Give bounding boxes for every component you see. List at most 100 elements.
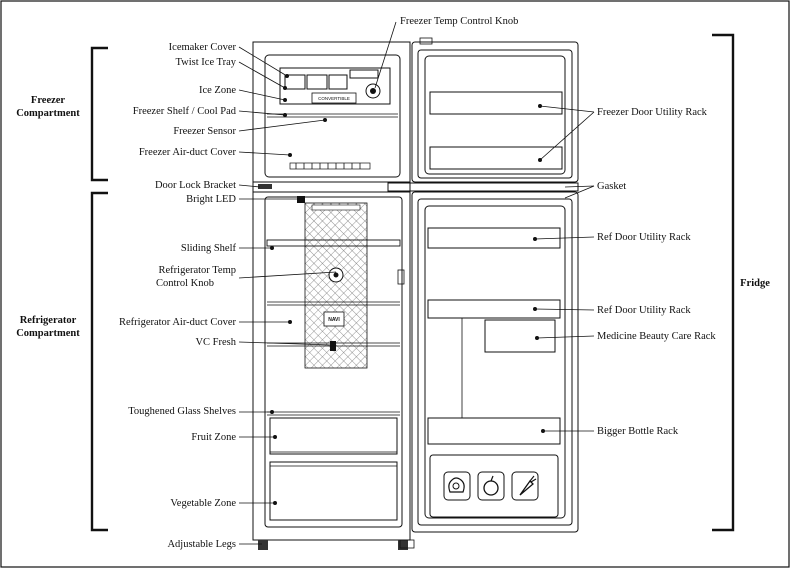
door-bottom-hinge xyxy=(399,539,415,549)
leader-dot xyxy=(270,410,274,414)
freezer-bracket xyxy=(90,46,108,182)
leader-dot xyxy=(538,104,542,108)
apple-icon-frame xyxy=(477,471,505,501)
doors xyxy=(387,37,579,549)
icemaker-area xyxy=(279,67,391,105)
label-ref-air-duct: Refrigerator Air-duct Cover xyxy=(119,317,237,328)
label-freezer-sensor: Freezer Sensor xyxy=(173,126,236,137)
navi-text: NAVI xyxy=(328,317,340,323)
leader-ice-zone xyxy=(238,89,286,101)
refrigerator-temp-knob-center xyxy=(333,272,339,278)
freezer-door-gasket xyxy=(417,49,573,179)
freezer-door-liner xyxy=(424,55,566,175)
leader-dot xyxy=(273,501,277,505)
leader-ref-temp-knob xyxy=(238,271,337,279)
convertible-text: CONVERTIBLE xyxy=(318,96,350,101)
leader-freezer-door-rack-2 xyxy=(539,111,595,161)
label-gasket: Gasket xyxy=(597,181,626,192)
refrigerator-liner xyxy=(264,196,403,528)
door-hinge xyxy=(397,269,405,285)
leader-dot xyxy=(270,246,274,250)
freezer-door xyxy=(411,41,579,183)
freezer-temp-knob xyxy=(365,83,381,99)
freezer-cabinet xyxy=(252,41,411,183)
fridge-bracket xyxy=(712,33,735,532)
refrigerator-door-gasket xyxy=(417,198,573,526)
leader-dot xyxy=(535,336,539,340)
leader-gasket-2 xyxy=(564,185,595,199)
leader-dot xyxy=(283,98,287,102)
leader-freezer-sensor xyxy=(238,119,326,132)
leader-freezer-shelf xyxy=(238,110,286,116)
navi-badge xyxy=(323,311,345,327)
leader-dot xyxy=(323,118,327,122)
label-ref-door-rack-1: Ref Door Utility Rack xyxy=(597,232,691,243)
sliding-shelf xyxy=(266,239,401,247)
label-ref-temp-1: Refrigerator Temp xyxy=(159,265,237,276)
right-labels: Freezer Temp Control Knob Freezer Door U… xyxy=(400,16,716,437)
freezer-air-duct-vents xyxy=(289,162,371,170)
leader-dot xyxy=(533,307,537,311)
leader-vc-fresh xyxy=(238,341,332,346)
label-bright-led: Bright LED xyxy=(186,194,236,205)
freezer-door-rack-lower xyxy=(429,146,563,170)
label-sliding-shelf: Sliding Shelf xyxy=(181,243,237,254)
label-freezer-air-duct: Freezer Air-duct Cover xyxy=(139,147,237,158)
refrigerator-door xyxy=(411,191,579,533)
label-medicine-rack: Medicine Beauty Care Rack xyxy=(597,331,716,342)
ref-door-rack-middle xyxy=(427,299,561,319)
bright-led xyxy=(297,196,305,203)
refrigerator-door-liner xyxy=(424,205,566,519)
ice-tray-2 xyxy=(306,74,328,90)
leader-door-lock xyxy=(238,184,261,188)
freezer-temp-knob-center xyxy=(370,88,376,94)
leader-dot xyxy=(541,429,545,433)
cabinet: CONVERTIBLE xyxy=(252,41,411,550)
freezer-liner xyxy=(264,54,401,178)
refrigerator-cabinet xyxy=(252,191,411,541)
fruit-zone-drawer xyxy=(269,417,398,455)
vegetables-icon-frame xyxy=(443,471,471,501)
refrigerator-compartment-label-1: Refrigerator xyxy=(20,315,77,326)
label-freezer-shelf: Freezer Shelf / Cool Pad xyxy=(133,106,237,117)
apple-icon xyxy=(483,475,499,496)
door-lock-bracket xyxy=(258,184,272,189)
leader-dot xyxy=(533,237,537,241)
led-strip xyxy=(311,204,361,211)
label-ref-temp-2: Control Knob xyxy=(156,278,214,289)
leader-dot xyxy=(273,435,277,439)
freezer-door-hinge xyxy=(419,37,433,45)
vent-strip xyxy=(289,162,371,170)
label-vegetable-zone: Vegetable Zone xyxy=(170,498,236,509)
leader-freezer-air-duct xyxy=(238,151,291,156)
label-adjustable-legs: Adjustable Legs xyxy=(167,539,236,550)
medicine-beauty-care-rack xyxy=(484,319,556,353)
label-twist-ice-tray: Twist Ice Tray xyxy=(175,57,236,68)
label-freezer-door-rack: Freezer Door Utility Rack xyxy=(597,107,708,118)
carrot-icon-frame xyxy=(511,471,539,501)
leader-freezer-door-rack-1 xyxy=(539,105,595,113)
label-ice-zone: Ice Zone xyxy=(199,85,236,96)
leader-freezer-knob xyxy=(374,21,397,89)
leader-twist-ice-tray xyxy=(238,61,286,89)
door-divider-strip xyxy=(387,182,579,192)
middle-divider xyxy=(252,181,411,193)
ice-tray-1 xyxy=(284,74,306,90)
leader-ref-door-rack-2 xyxy=(534,308,595,311)
ice-tray-3 xyxy=(328,74,348,90)
ref-door-rack-upper xyxy=(427,227,561,249)
convertible-badge xyxy=(311,92,357,104)
label-freezer-temp-knob: Freezer Temp Control Knob xyxy=(400,16,518,27)
refrigerator-air-duct-cover xyxy=(304,202,368,369)
vegetable-zone-drawer xyxy=(269,461,398,521)
leader-medicine-rack xyxy=(536,335,595,339)
leader-dot xyxy=(285,74,289,78)
label-vc-fresh: VC Fresh xyxy=(195,337,236,348)
label-fruit-zone: Fruit Zone xyxy=(191,432,236,443)
leader-gasket-1 xyxy=(564,185,595,188)
label-ref-door-rack-2: Ref Door Utility Rack xyxy=(597,305,691,316)
icemaker-cover-strip xyxy=(349,69,379,79)
refrigerator-compartment-label-2: Compartment xyxy=(16,328,80,339)
freezer-door-rack-upper xyxy=(429,91,563,115)
